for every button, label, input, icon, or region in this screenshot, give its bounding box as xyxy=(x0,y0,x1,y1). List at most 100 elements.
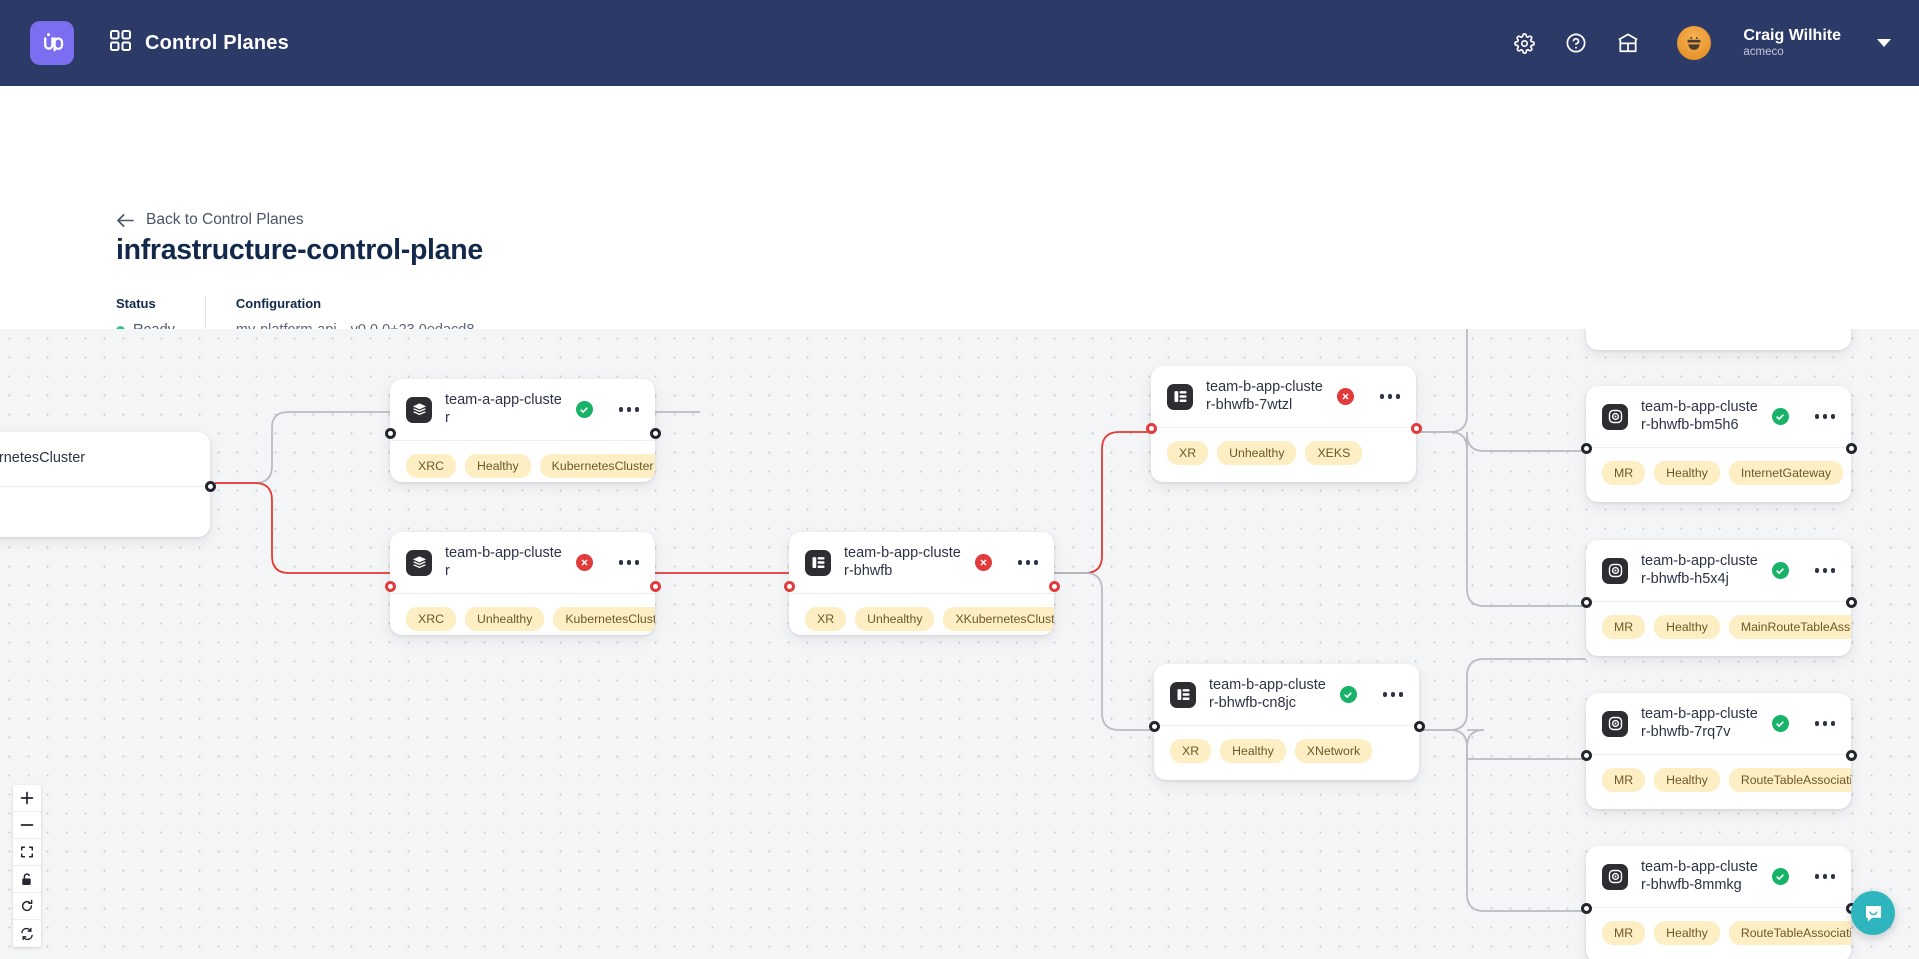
node-menu-button[interactable] xyxy=(1814,721,1835,726)
page-header: Back to Control Planes infrastructure-co… xyxy=(0,86,1919,415)
node-type-icon xyxy=(406,396,432,423)
target-icon xyxy=(1608,409,1622,424)
node-menu-button[interactable] xyxy=(1814,874,1835,879)
node-handle-left[interactable] xyxy=(384,580,396,592)
node-handle-left[interactable] xyxy=(1580,596,1592,608)
node-handle-left[interactable] xyxy=(1580,442,1592,454)
status-unhealthy-icon xyxy=(575,554,593,572)
node-handle-left[interactable] xyxy=(1145,422,1157,434)
page-title: infrastructure-control-plane xyxy=(116,234,483,266)
node-tag: XNetwork xyxy=(1294,739,1373,764)
status-unhealthy-icon xyxy=(1336,388,1354,406)
node-tag: Unhealthy xyxy=(1217,441,1297,466)
node-handle-left[interactable] xyxy=(783,580,795,592)
node-header: KKubernetesCluster xyxy=(0,432,210,486)
node-tag: RouteTableAssociation xyxy=(1728,768,1851,793)
user-org: acmeco xyxy=(1743,45,1784,58)
layers-icon xyxy=(412,556,426,569)
graph-canvas[interactable]: KKubernetesClusterAPI team-a-app-clusterX… xyxy=(0,329,1919,959)
node-tag-list: MRHealthyRouteTableAssociation xyxy=(1586,908,1851,959)
user-name: Craig Wilhite xyxy=(1743,27,1841,45)
node-menu-button[interactable] xyxy=(1017,560,1038,565)
resource-icon xyxy=(1174,391,1186,403)
node-tag: XR xyxy=(1167,441,1209,466)
node-handle-left[interactable] xyxy=(1580,749,1592,761)
status-healthy-icon xyxy=(1771,715,1789,733)
node-handle-right[interactable] xyxy=(1845,596,1857,608)
fit-view-button[interactable] xyxy=(13,839,41,866)
node-handle-right[interactable] xyxy=(1410,422,1422,434)
target-icon xyxy=(1608,563,1622,578)
node-divider xyxy=(1586,601,1851,603)
avatar[interactable] xyxy=(1677,26,1712,60)
sync-button[interactable] xyxy=(13,920,41,947)
chevron-down-icon[interactable] xyxy=(1877,39,1891,47)
node-tag: Healthy xyxy=(1654,615,1720,640)
nav-title: Control Planes xyxy=(145,31,289,54)
node-menu-button[interactable] xyxy=(1382,692,1403,697)
status-label: Status xyxy=(116,296,156,311)
node-menu-button[interactable] xyxy=(618,560,639,565)
node-title: team-a-app-cluster xyxy=(445,392,562,426)
node-type-icon xyxy=(1167,383,1193,410)
graph-node[interactable] xyxy=(1586,329,1851,350)
node-tag: XR xyxy=(805,607,847,632)
top-navigation-bar: Control Planes xyxy=(0,0,1919,86)
brand-logo[interactable] xyxy=(30,21,74,65)
node-handle-left[interactable] xyxy=(384,427,396,439)
minus-icon xyxy=(20,824,34,826)
reload-button[interactable] xyxy=(13,893,41,920)
node-handle-left[interactable] xyxy=(1148,720,1160,732)
node-divider xyxy=(789,593,1054,595)
node-handle-left[interactable] xyxy=(1580,902,1592,914)
help-circle-icon[interactable] xyxy=(1561,28,1591,58)
graph-node[interactable]: KKubernetesClusterAPI xyxy=(0,432,210,537)
marketplace-icon[interactable] xyxy=(1613,28,1643,58)
back-to-control-planes-link[interactable]: Back to Control Planes xyxy=(116,211,304,229)
zoom-in-button[interactable] xyxy=(13,785,41,812)
zoom-out-button[interactable] xyxy=(13,812,41,839)
node-title: team-b-app-cluster-bhwfb xyxy=(844,545,961,579)
meta-divider xyxy=(204,296,206,342)
chat-bubble-button[interactable] xyxy=(1851,891,1895,935)
node-handle-right[interactable] xyxy=(1845,749,1857,761)
node-handle-right[interactable] xyxy=(649,580,661,592)
node-menu-button[interactable] xyxy=(1814,414,1835,419)
node-tag: XRC xyxy=(406,607,456,632)
node-divider xyxy=(390,440,655,442)
node-title: team-b-app-cluster-bhwfb-7rq7v xyxy=(1641,706,1758,740)
node-menu-button[interactable] xyxy=(1814,568,1835,573)
node-header: team-b-app-cluster-bhwfb-h5x4j xyxy=(1586,540,1851,601)
node-divider xyxy=(1586,447,1851,449)
target-icon xyxy=(1608,716,1622,731)
node-tag: InternetGateway xyxy=(1728,461,1844,486)
target-icon xyxy=(1608,869,1622,884)
lock-button[interactable] xyxy=(13,866,41,893)
gear-icon[interactable] xyxy=(1509,28,1539,58)
node-menu-button[interactable] xyxy=(618,407,639,412)
node-menu-button[interactable] xyxy=(1379,394,1400,399)
node-type-icon xyxy=(1602,710,1628,737)
node-handle-right[interactable] xyxy=(1845,442,1857,454)
node-tag: MR xyxy=(1602,461,1646,486)
node-tag: XR xyxy=(1170,739,1212,764)
node-header: team-b-app-cluster-bhwfb-bm5h6 xyxy=(1586,386,1851,447)
canvas-zoom-toolbar xyxy=(13,785,41,947)
chat-bubble-icon xyxy=(1865,905,1881,921)
node-handle-right[interactable] xyxy=(1413,720,1425,732)
node-handle-right[interactable] xyxy=(204,480,216,492)
node-handle-right[interactable] xyxy=(1048,580,1060,592)
node-handle-right[interactable] xyxy=(649,427,661,439)
layers-icon xyxy=(412,403,426,416)
fit-screen-icon xyxy=(21,846,33,858)
